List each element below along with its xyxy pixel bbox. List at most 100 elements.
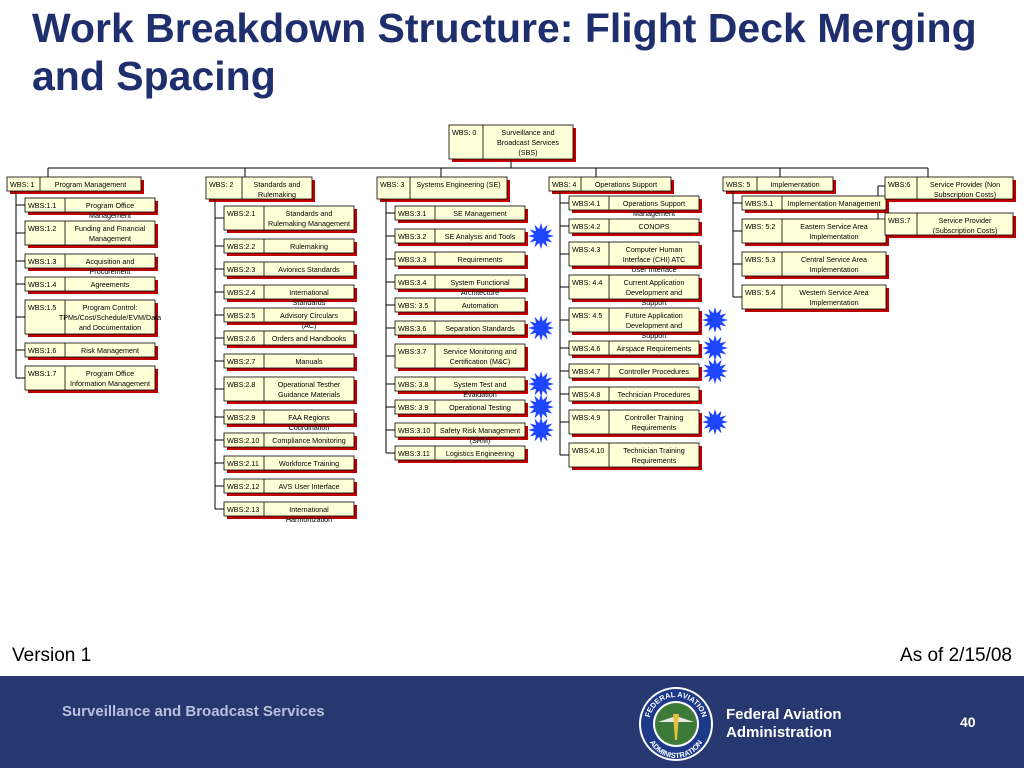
wbs-label-line: System Functional: [450, 278, 510, 287]
wbs-id: WBS:2.8: [227, 380, 255, 389]
faa-seal-logo: FEDERAL AVIATION ADMINISTRATION: [639, 687, 713, 761]
wbs-label: Compliance Monitoring: [272, 436, 346, 445]
wbs-label-line: Evaluation: [463, 390, 497, 399]
wbs-label-line: Controller Training: [625, 413, 684, 422]
wbs-label-line: Implementation: [770, 180, 819, 189]
wbs-id: WBS: 3.9: [398, 403, 428, 412]
wbs-label-line: Compliance Monitoring: [272, 436, 346, 445]
wbs-label: Controller Procedures: [619, 367, 689, 376]
wbs-label-line: Implementation: [809, 265, 858, 274]
wbs-id: WBS: 5.3: [745, 255, 775, 264]
wbs-node-2.6: WBS:2.6 Orders and Handbooks: [223, 330, 357, 348]
wbs-id: WBS:2.3: [227, 265, 255, 274]
wbs-label-line: Logistics Engineering: [446, 449, 514, 458]
wbs-label: Orders and Handbooks: [272, 334, 347, 343]
wbs-label-line: (Subscription Costs): [933, 226, 998, 235]
wbs-id: WBS: 5.2: [745, 222, 775, 231]
wbs-label-line: Risk Management: [81, 346, 139, 355]
wbs-label-line: Operational Testher: [278, 380, 341, 389]
box-frame: [568, 241, 700, 267]
wbs-label-line: Certification (M&C): [450, 357, 511, 366]
wbs-id: WBS: 0: [452, 128, 476, 137]
wbs-label-line: Rulemaking Management: [268, 219, 350, 228]
wbs-label-line: Technician Training: [623, 446, 685, 455]
wbs-label-line: CONOPS: [638, 222, 669, 231]
wbs-id: WBS:2.13: [227, 505, 259, 514]
highlight-star-icon: [528, 315, 554, 341]
highlight-star-icon: [702, 409, 728, 435]
wbs-label: Service Provider(Subscription Costs): [933, 216, 998, 235]
box-frame: [568, 442, 700, 468]
wbs-label-line: Funding and Financial: [75, 224, 146, 233]
box-frame: [568, 274, 700, 300]
wbs-id: WBS:4.7: [572, 367, 600, 376]
wbs-id: WBS:2.7: [227, 357, 255, 366]
box-frame: [548, 176, 672, 192]
box-frame: [722, 176, 834, 192]
wbs-id: WBS:1.7: [28, 369, 56, 378]
wbs-node-4.7: WBS:4.7 Controller Procedures: [568, 363, 702, 381]
wbs-label: Operational Testing: [449, 403, 511, 412]
wbs-id: WBS: 3: [380, 180, 404, 189]
wbs-id: WBS:3.1: [398, 209, 426, 218]
wbs-id: WBS:5.1: [745, 199, 773, 208]
wbs-label-line: Surveillance and: [501, 128, 554, 137]
box-frame: [448, 124, 574, 160]
wbs-label: SE Management: [453, 209, 507, 218]
wbs-label-line: TPMs/Cost/Schedule/EVM/Data: [59, 313, 161, 322]
wbs-id: WBS:4.3: [572, 245, 600, 254]
wbs-label-line: FAA Regions: [288, 413, 330, 422]
highlight-star-icon: [702, 307, 728, 333]
box-frame: [376, 176, 508, 200]
wbs-label-line: Separation Standards: [445, 324, 515, 333]
wbs-label-line: Eastern Service Area: [800, 222, 868, 231]
wbs-id: WBS:4.2: [572, 222, 600, 231]
wbs-label-line: Standards and: [286, 209, 333, 218]
wbs-id: WBS:1.6: [28, 346, 56, 355]
wbs-id: WBS:2.1: [227, 209, 255, 218]
wbs-label: Agreements: [91, 280, 130, 289]
wbs-id: WBS: 5.4: [745, 288, 775, 297]
page-number: 40: [960, 714, 976, 730]
wbs-label-line: Operations Support: [595, 180, 657, 189]
wbs-label-line: Orders and Handbooks: [272, 334, 347, 343]
wbs-label: Avionics Standards: [278, 265, 340, 274]
wbs-label-line: Guidance Materials: [278, 390, 340, 399]
wbs-label: Airspace Requirements: [617, 344, 692, 353]
program-name: Surveillance and Broadcast Services: [62, 703, 325, 720]
wbs-label-line: Future Application: [625, 311, 683, 320]
wbs-id: WBS: 4.5: [572, 311, 602, 320]
wbs-id: WBS:4.10: [572, 446, 604, 455]
wbs-label-line: Coordination: [289, 423, 330, 432]
wbs-label-line: AVS User Interface: [279, 482, 340, 491]
wbs-id: WBS: 3.8: [398, 380, 428, 389]
wbs-id: WBS:3.10: [398, 426, 430, 435]
highlight-star-icon: [702, 358, 728, 384]
wbs-id: WBS:2.6: [227, 334, 255, 343]
wbs-node-3.1: WBS:3.1 SE Management: [394, 205, 528, 223]
